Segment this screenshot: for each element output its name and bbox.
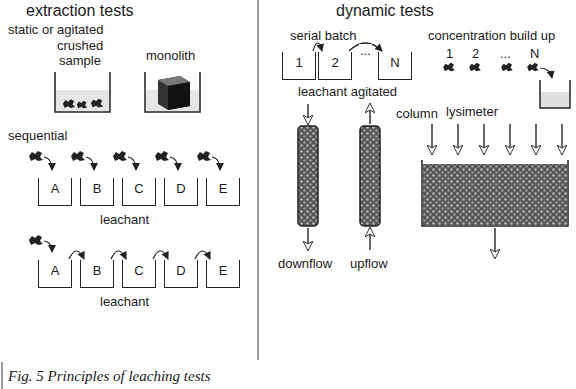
leachant-beaker: A [38, 260, 72, 288]
beaker-letter: E [207, 178, 239, 196]
leachant-beaker: B [80, 178, 114, 206]
transfer-arrow [313, 43, 322, 51]
leachant-beaker: E [206, 178, 240, 206]
transfer-arrow [69, 251, 84, 259]
figure-label: leachant agitated [298, 84, 397, 99]
figure-label: downflow [278, 256, 332, 271]
figure-label: upflow [350, 256, 388, 271]
figure-label: sequential [8, 128, 67, 143]
edge-label: ... [359, 44, 372, 58]
beaker-letter: A [39, 178, 71, 196]
figure-label: concentration build up [428, 28, 555, 43]
figure-label: monolith [146, 48, 195, 63]
beaker-letter: D [165, 260, 197, 278]
beaker-letter: C [123, 260, 155, 278]
leachant-beaker: 1 [282, 52, 316, 80]
figure-label: serial batch [290, 28, 356, 43]
section-heading: dynamic tests [336, 2, 434, 20]
beaker-letter: B [81, 178, 113, 196]
beaker-letter: E [207, 260, 239, 278]
leachant-beaker: D [164, 178, 198, 206]
figure-label: ... [500, 46, 511, 61]
beaker-letter: A [39, 260, 71, 278]
transfer-arrow [111, 251, 126, 259]
figure-label: leachant [100, 212, 149, 227]
section-heading: extraction tests [26, 2, 134, 20]
figure-label: column [396, 106, 438, 121]
transfer-arrow [195, 251, 210, 259]
beaker-letter: C [123, 178, 155, 196]
leachant-beaker: C [122, 178, 156, 206]
figure-caption: Fig. 5 Principles of leaching tests [8, 368, 210, 385]
figure-label: 1 [446, 46, 453, 61]
figure-label: crushed sample [48, 38, 112, 68]
beaker-letter: 1 [283, 52, 315, 70]
figure-label: N [530, 46, 539, 61]
figure-label: static or agitated [8, 22, 103, 37]
beaker-letter: B [81, 260, 113, 278]
leachant-beaker: N [378, 52, 412, 80]
leachant-beaker: C [122, 260, 156, 288]
figure-label: 2 [472, 46, 479, 61]
leachant-beaker: D [164, 260, 198, 288]
beaker-letter: N [379, 52, 411, 70]
transfer-arrow [153, 251, 168, 259]
figure-label: leachant [100, 294, 149, 309]
beaker-letter: D [165, 178, 197, 196]
leachant-beaker: E [206, 260, 240, 288]
beaker-letter: 2 [319, 52, 351, 70]
leachant-beaker: A [38, 178, 72, 206]
leachant-beaker: 2 [318, 52, 352, 80]
leachant-beaker: B [80, 260, 114, 288]
figure-label: lysimeter [446, 104, 498, 119]
